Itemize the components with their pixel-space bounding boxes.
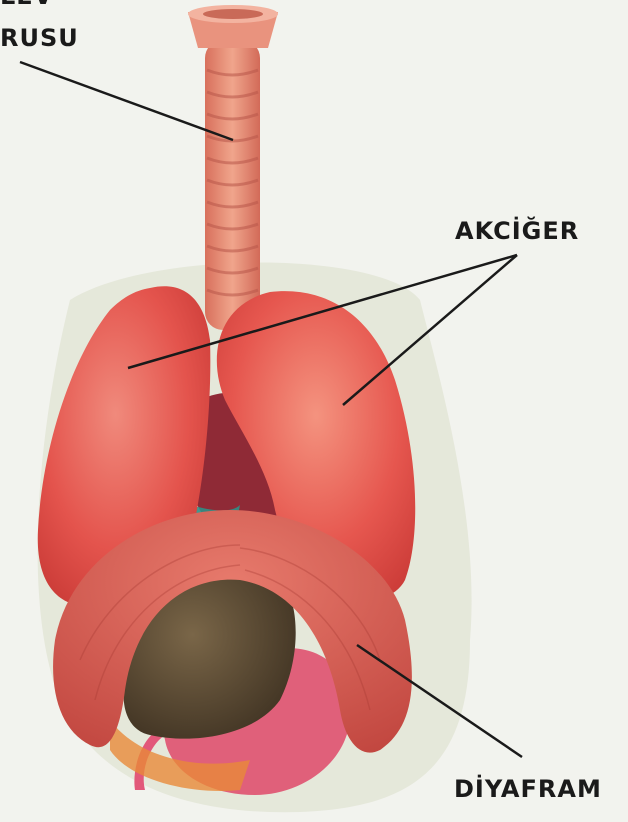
diaphragm-label: DİYAFRAM bbox=[454, 775, 602, 803]
trachea-label-line2: RUSU bbox=[0, 24, 79, 52]
trachea-label-line1: LEV bbox=[0, 0, 53, 10]
lung-label: AKCİĞER bbox=[455, 217, 579, 245]
leader-line-trachea bbox=[20, 62, 233, 140]
